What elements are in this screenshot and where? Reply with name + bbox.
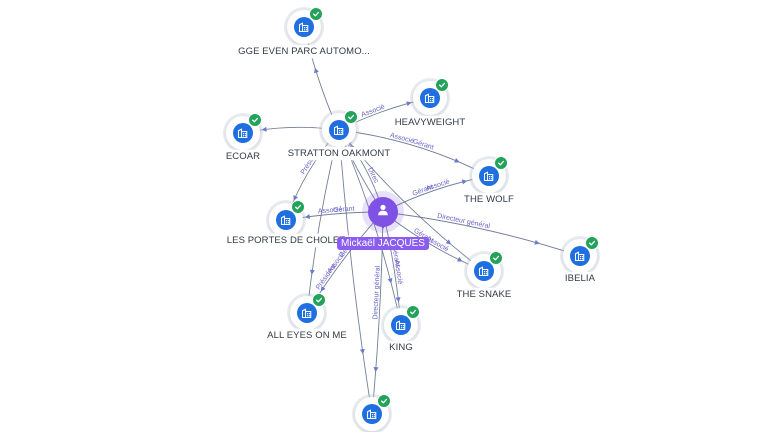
edge-stratton-bottom — [338, 129, 373, 415]
user-icon — [376, 203, 390, 222]
company-node-king[interactable] — [384, 305, 420, 342]
company-label-stratton[interactable]: STRATTON OAKMONT — [284, 147, 394, 160]
edge-label-stratton-thewolf: Gérant — [412, 138, 435, 151]
company-label-portes[interactable]: LES PORTES DE CHOLET — [223, 234, 349, 247]
building-icon — [294, 17, 314, 37]
person-node-mickael[interactable] — [368, 197, 398, 229]
pin-pointer — [377, 221, 389, 229]
edge-label-mickael-portes: Gérant — [333, 206, 355, 214]
check-badge-icon — [377, 394, 391, 408]
edge-arrow-stratton-portes — [293, 195, 299, 201]
company-label-gge[interactable]: GGE EVEN PARC AUTOMO... — [235, 45, 373, 58]
edge-arrow-stratton-king — [387, 278, 393, 284]
edge-arrow-mickael-gge — [314, 67, 319, 74]
check-badge-icon — [435, 78, 449, 92]
edge-arrow-stratton-ecoar — [261, 126, 267, 132]
edge-mickael-ibelia — [382, 211, 581, 257]
check-badge-icon — [248, 113, 262, 127]
building-icon — [420, 88, 440, 108]
company-node-heavyweight[interactable] — [413, 78, 449, 115]
edge-label-mickael-stratton: Direc — [366, 167, 380, 185]
edge-label-stratton-heavyweight: Associé — [360, 104, 385, 119]
building-icon — [474, 261, 494, 281]
edge-label-mickael-bottom: Directeur général — [372, 265, 382, 319]
check-badge-icon — [489, 251, 503, 265]
building-icon — [362, 404, 382, 424]
check-badge-icon — [291, 200, 305, 214]
edge-arrow-mickael-thewolf — [461, 179, 468, 185]
edge-mickael-bottom — [371, 211, 384, 415]
edge-arrow-stratton-heavyweight — [406, 101, 412, 107]
edge-label-mickael-king: Associé — [393, 260, 404, 285]
building-icon — [233, 123, 253, 143]
company-node-gge[interactable] — [287, 7, 323, 44]
edge-arrow-mickael-bottom — [373, 366, 379, 373]
check-badge-icon — [406, 305, 420, 319]
company-label-heavyweight[interactable]: HEAVYWEIGHT — [391, 116, 469, 129]
edge-arrow-mickael-alleyes — [320, 286, 326, 292]
edge-arrow-stratton-thewolf — [454, 158, 460, 163]
check-badge-icon — [312, 293, 326, 307]
company-label-ibelia[interactable]: IBELIA — [561, 272, 599, 285]
edge-arrow-stratton-alleyes — [309, 269, 315, 275]
edge-arrow-mickael-ibelia — [534, 239, 540, 245]
check-badge-icon — [344, 110, 358, 124]
company-node-ecoar[interactable] — [226, 113, 262, 150]
company-node-stratton[interactable] — [322, 110, 358, 147]
building-icon — [297, 303, 317, 323]
person-label: Mickaël JACQUES — [337, 237, 429, 250]
company-label-ecoar[interactable]: ECOAR — [222, 150, 264, 163]
company-node-portes[interactable] — [269, 200, 305, 237]
edge-label-mickael-alleyes: Président — [315, 263, 338, 291]
company-node-alleyes[interactable] — [290, 293, 326, 330]
company-label-king[interactable]: KING — [386, 341, 416, 354]
edge-arrow-mickael-portes — [304, 214, 311, 220]
building-icon — [276, 210, 296, 230]
company-label-alleyes[interactable]: ALL EYES ON ME — [264, 329, 350, 342]
company-node-bottom[interactable] — [355, 394, 391, 431]
check-badge-icon — [309, 7, 323, 21]
edge-label-mickael-portes: Associé — [318, 206, 343, 215]
edge-label-stratton-thewolf: Associé — [389, 132, 415, 145]
edge-label-mickael-thewolf: Associé — [425, 178, 451, 192]
check-badge-icon — [494, 156, 508, 170]
edge-arrow-stratton-bottom — [359, 348, 365, 355]
building-icon — [329, 120, 349, 140]
company-node-ibelia[interactable] — [563, 236, 599, 273]
edge-arrow-mickael-king — [395, 297, 401, 303]
check-badge-icon — [585, 236, 599, 250]
company-label-thesnake[interactable]: THE SNAKE — [453, 288, 515, 301]
building-icon — [391, 315, 411, 335]
edge-arrow-stratton-thesnake — [445, 239, 452, 245]
edge-arrow-mickael-thesnake — [457, 257, 463, 262]
company-label-thewolf[interactable]: THE WOLF — [461, 193, 517, 206]
company-node-thesnake[interactable] — [467, 251, 503, 288]
building-icon — [479, 166, 499, 186]
company-node-thewolf[interactable] — [472, 156, 508, 193]
edge-label-mickael-king: Gérant — [390, 245, 401, 267]
building-icon — [570, 246, 590, 266]
